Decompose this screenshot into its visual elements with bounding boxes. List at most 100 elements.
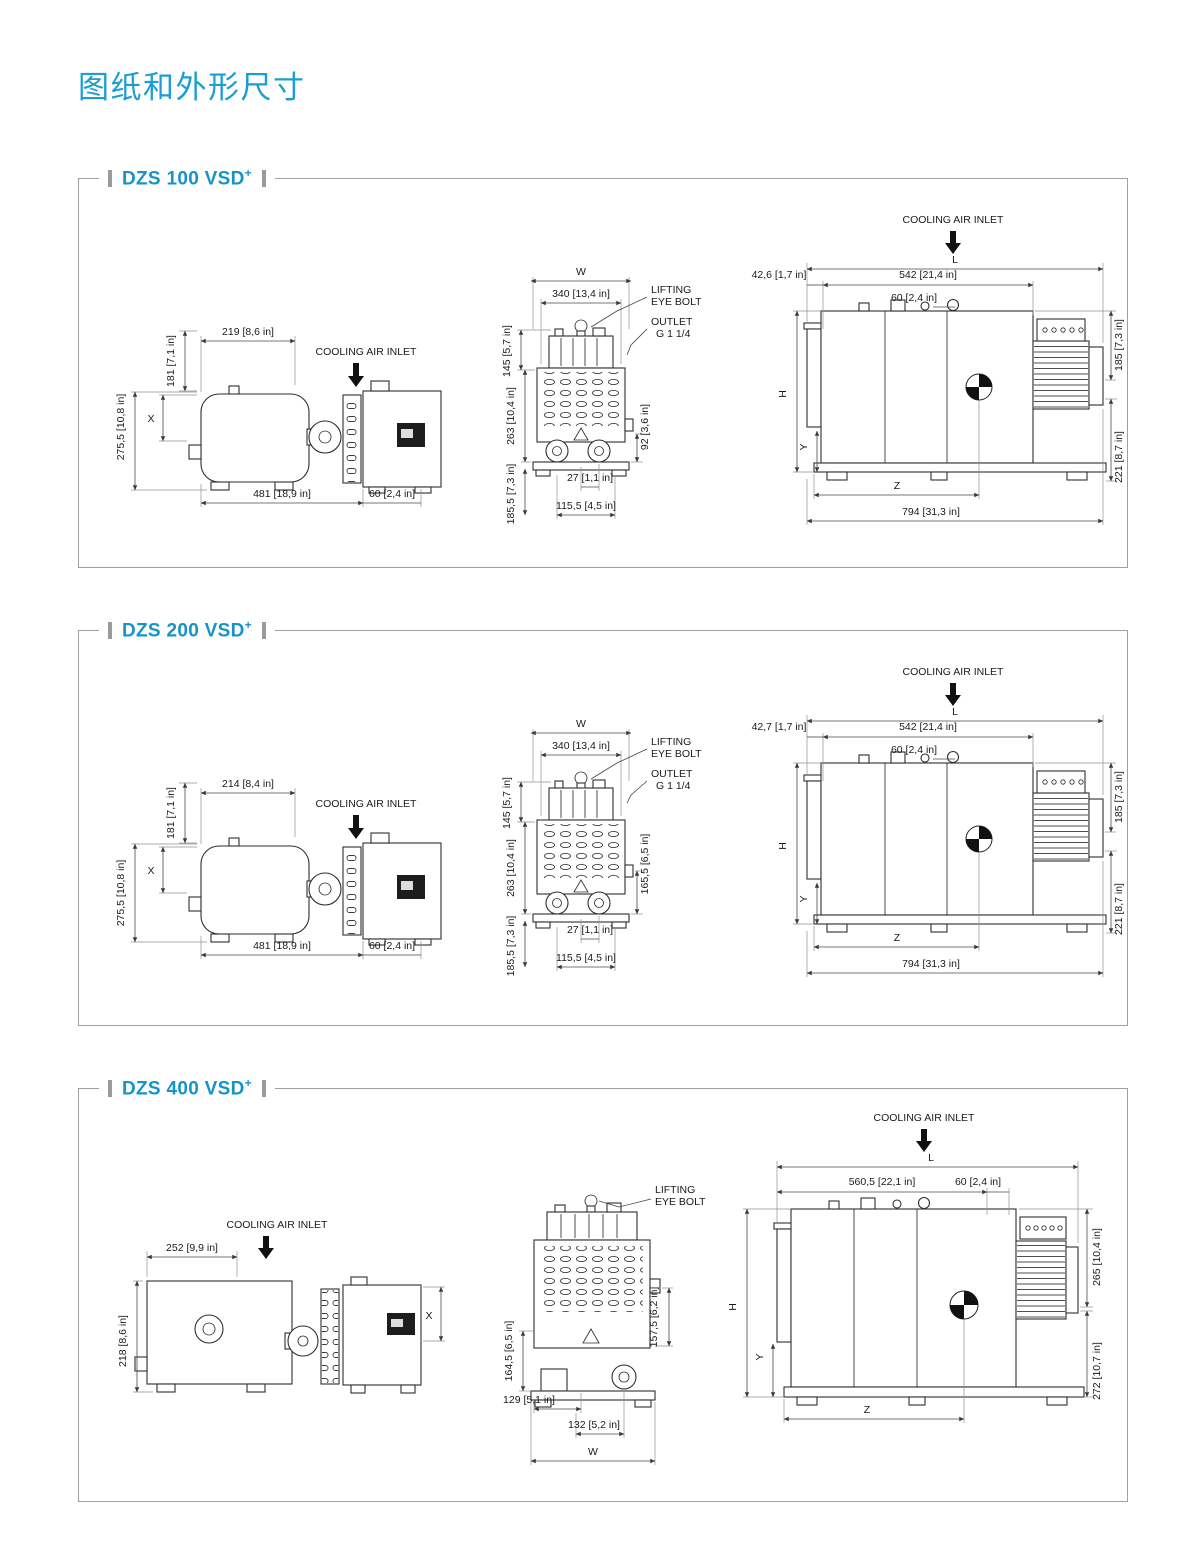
down-arrow-icon — [348, 815, 364, 839]
dim-label: 60 [2,4 in] — [369, 940, 415, 952]
down-arrow-icon — [348, 363, 364, 387]
lifting-label-1: LIFTING — [655, 1184, 695, 1196]
dim-label: 263 [10,4 in] — [505, 387, 517, 445]
dzs-200-drawing: COOLING AIR INLET 214 [8,4 in] 181 [7,1 … — [115, 666, 1125, 977]
dzs100-right-view-dims: COOLING AIR INLET L 42,6 [1,7 in] 542 [2… — [752, 214, 1125, 525]
outlet-label-1: OUTLET — [651, 768, 693, 780]
down-arrow-icon — [945, 683, 961, 706]
down-arrow-icon — [916, 1129, 932, 1152]
dim-label: 115,5 [4,5 in] — [556, 952, 616, 964]
panel-header-dzs-100: DZS 100 VSD+ — [99, 165, 275, 192]
dim-label: 132 [5,2 in] — [568, 1419, 620, 1431]
dim-label-z: Z — [894, 480, 901, 492]
lifting-label-2: EYE BOLT — [651, 296, 702, 308]
dzs-100-drawing: COOLING AIR INLET 219 [8,6 in] 181 [7,1 … — [115, 214, 1125, 525]
dim-label: 115,5 [4,5 in] — [556, 500, 616, 512]
dzs400-side-view-dims: COOLING AIR INLET 252 [9,9 in] 218 [8,6 … — [117, 1219, 445, 1393]
lifting-label-2: EYE BOLT — [651, 748, 702, 760]
panel-dzs-100: DZS 100 VSD+ COOLING AIR INLET 219 [8,6 … — [78, 165, 1128, 568]
dim-label: 145 [5,7 in] — [501, 325, 513, 377]
dim-label: 340 [13,4 in] — [552, 288, 610, 300]
dim-label-w: W — [576, 266, 586, 278]
down-arrow-icon — [945, 231, 961, 254]
lifting-label-1: LIFTING — [651, 284, 691, 296]
dim-label: 275,5 [10,8 in] — [115, 394, 127, 461]
dzs400-right-view — [773, 1196, 1085, 1406]
dim-label-h: H — [777, 390, 789, 398]
cooling-air-inlet-label: COOLING AIR INLET — [316, 798, 418, 810]
panel-dzs-400: DZS 400 VSD+ COOLING AIR INLET 252 [9,9 … — [78, 1075, 1128, 1502]
dim-label: 265 [10,4 in] — [1091, 1228, 1103, 1286]
panel-title-dzs-200: DZS 200 VSD+ — [122, 618, 252, 642]
panel-title-sup: + — [244, 618, 252, 633]
dim-label: 181 [7,1 in] — [165, 335, 177, 387]
lifting-label-1: LIFTING — [651, 736, 691, 748]
dim-label-z: Z — [864, 1404, 871, 1416]
dzs200-front-view — [532, 771, 634, 929]
dim-label: 340 [13,4 in] — [552, 740, 610, 752]
dim-label-l: L — [952, 254, 958, 266]
dim-label: 60 [2,4 in] — [369, 488, 415, 500]
dim-label-h: H — [777, 842, 789, 850]
dim-label-y: Y — [754, 1353, 766, 1360]
dim-label-l: L — [952, 706, 958, 718]
outlet-label-1: OUTLET — [651, 316, 693, 328]
dzs200-front-view-dims: W 340 [13,4 in] 145 [5,7 in] LIFTING EYE… — [501, 718, 702, 976]
dim-label: 185 [7,3 in] — [1113, 771, 1125, 823]
dim-label: 27 [1,1 in] — [567, 924, 613, 936]
cooling-air-inlet-label: COOLING AIR INLET — [903, 666, 1005, 678]
panel-title-dzs-400: DZS 400 VSD+ — [122, 1076, 252, 1100]
header-bar-right — [261, 622, 266, 639]
dzs200-right-view-dims: COOLING AIR INLET L 42,7 [1,7 in] 542 [2… — [752, 666, 1125, 977]
dim-label: 219 [8,6 in] — [222, 326, 274, 338]
dim-label: 181 [7,1 in] — [165, 787, 177, 839]
panel-title-dzs-100: DZS 100 VSD+ — [122, 166, 252, 190]
dim-label: 481 [18,9 in] — [253, 488, 311, 500]
dim-label-x: X — [425, 1310, 432, 1322]
dim-label: 60 [2,4 in] — [891, 744, 937, 756]
dzs100-front-view — [532, 319, 634, 477]
dim-label: 263 [10,4 in] — [505, 839, 517, 897]
dim-label: 542 [21,4 in] — [899, 269, 957, 281]
header-bar-left — [108, 622, 112, 639]
dim-label: 42,6 [1,7 in] — [752, 269, 807, 281]
panel-header-dzs-200: DZS 200 VSD+ — [99, 617, 275, 644]
dim-label: 92 [3,6 in] — [639, 404, 651, 450]
dim-label: 60 [2,4 in] — [955, 1176, 1001, 1188]
outlet-label-2: G 1 1/4 — [656, 328, 691, 340]
lifting-label-2: EYE BOLT — [655, 1196, 706, 1208]
dim-label: 157,5 [6,2 in] — [648, 1287, 660, 1348]
dim-label-x: X — [147, 413, 154, 425]
dzs400-right-view-dims: COOLING AIR INLET L 560,5 [22,1 in] 60 [… — [727, 1112, 1103, 1423]
cooling-air-inlet-label: COOLING AIR INLET — [316, 346, 418, 358]
dim-label: 42,7 [1,7 in] — [752, 721, 807, 733]
dzs200-right-view — [803, 750, 1107, 933]
dim-label-z: Z — [894, 932, 901, 944]
dim-label-w: W — [576, 718, 586, 730]
dzs100-side-view-dims: COOLING AIR INLET 219 [8,6 in] 181 [7,1 … — [115, 326, 422, 507]
dim-label-l: L — [928, 1152, 934, 1164]
dim-label: 218 [8,6 in] — [117, 1315, 129, 1367]
dim-label: 481 [18,9 in] — [253, 940, 311, 952]
dim-label: 272 [10,7 in] — [1091, 1342, 1103, 1400]
dim-label: 145 [5,7 in] — [501, 777, 513, 829]
panel-title-sup: + — [244, 166, 252, 181]
dzs400-front-view-dims: LIFTING EYE BOLT 164,5 [6,5 in] 157,5 [6… — [503, 1184, 706, 1465]
dim-label: 560,5 [22,1 in] — [849, 1176, 916, 1188]
header-bar-right — [261, 1080, 266, 1097]
dim-label: 165,5 [6,5 in] — [639, 834, 651, 895]
down-arrow-icon — [258, 1236, 274, 1259]
outlet-label-2: G 1 1/4 — [656, 780, 691, 792]
panel-title-sup: + — [244, 1076, 252, 1091]
dim-label: 185,5 [7,3 in] — [505, 464, 517, 525]
dim-label-x: X — [147, 865, 154, 877]
dzs100-right-view — [803, 298, 1107, 481]
panel-header-dzs-400: DZS 400 VSD+ — [99, 1075, 275, 1102]
dzs-400-drawing: COOLING AIR INLET 252 [9,9 in] 218 [8,6 … — [117, 1112, 1103, 1465]
dim-label: 794 [31,3 in] — [902, 958, 960, 970]
dzs100-front-view-dims: W 340 [13,4 in] 145 [5,7 in] LIFTING EYE… — [501, 266, 702, 524]
dim-label: 60 [2,4 in] — [891, 292, 937, 304]
dim-label: 221 [8,7 in] — [1113, 883, 1125, 935]
dim-label-y: Y — [798, 443, 810, 450]
dim-label: 164,5 [6,5 in] — [503, 1321, 515, 1382]
